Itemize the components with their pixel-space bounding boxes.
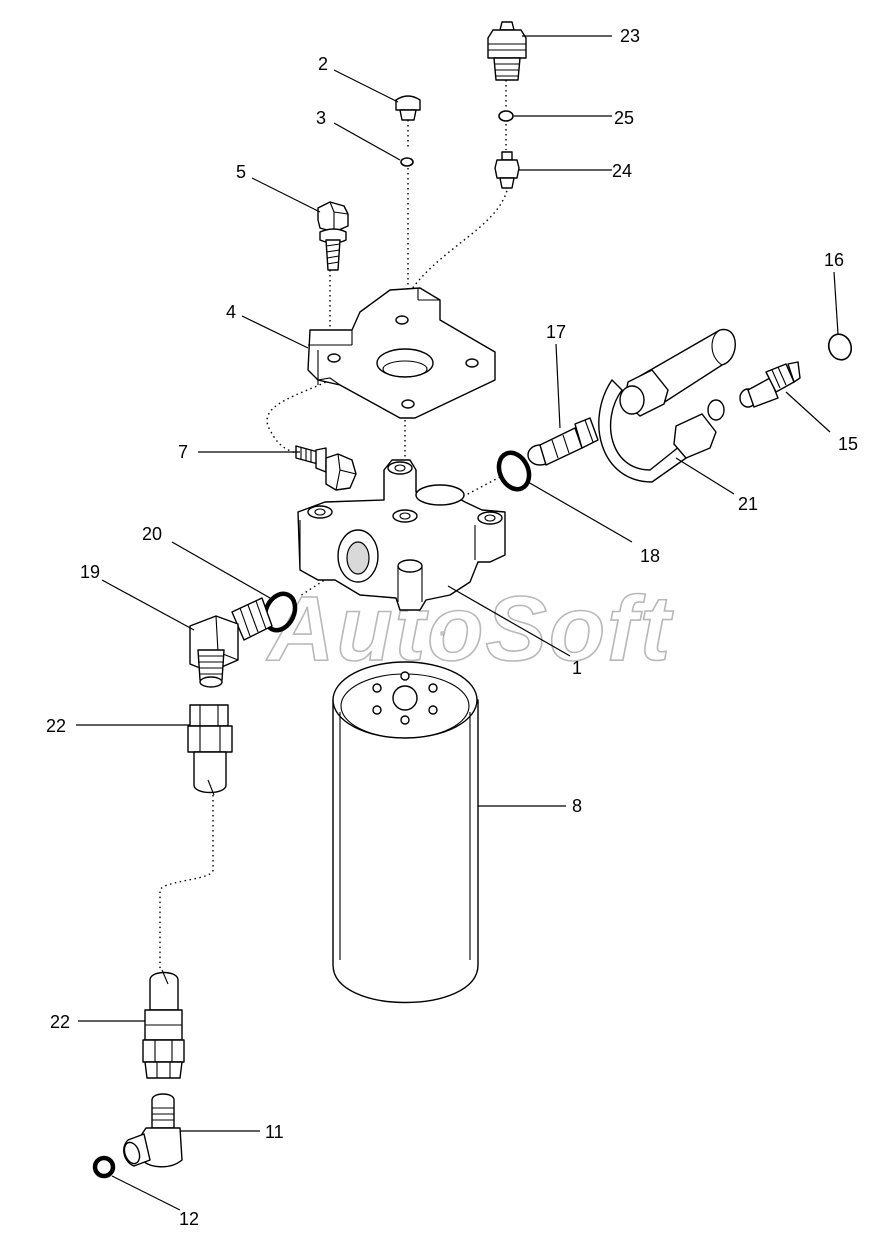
callout-7: 7 bbox=[178, 442, 188, 462]
part-11-elbow bbox=[123, 1093, 183, 1168]
callout-4: 4 bbox=[226, 302, 236, 322]
callout-22-upper: 22 bbox=[46, 716, 66, 736]
callout-8: 8 bbox=[572, 796, 582, 816]
part-24-nipple bbox=[494, 151, 520, 189]
callout-3: 3 bbox=[316, 108, 326, 128]
part-1-filter-head bbox=[297, 459, 506, 611]
callout-16: 16 bbox=[824, 250, 844, 270]
watermark: AutoSoft bbox=[266, 578, 674, 680]
callout-21: 21 bbox=[738, 494, 758, 514]
part-5-bolt bbox=[317, 201, 349, 271]
callout-20: 20 bbox=[142, 524, 162, 544]
part-12-o-ring bbox=[92, 1155, 116, 1179]
callout-2: 2 bbox=[318, 54, 328, 74]
part-4-bracket bbox=[307, 287, 496, 419]
part-22-lower-hose-end bbox=[142, 969, 185, 1079]
part-20-o-ring bbox=[262, 591, 298, 633]
callout-1: 1 bbox=[572, 658, 582, 678]
part-8-filter-cartridge bbox=[332, 661, 479, 1004]
part-3-washer bbox=[400, 157, 414, 167]
part-23-fitting bbox=[487, 21, 527, 81]
watermark-mark: ® bbox=[440, 631, 445, 638]
callout-15: 15 bbox=[838, 434, 858, 454]
callout-18: 18 bbox=[640, 546, 660, 566]
callout-12: 12 bbox=[179, 1209, 199, 1229]
callout-24: 24 bbox=[612, 161, 632, 181]
callout-11: 11 bbox=[265, 1122, 284, 1142]
part-17-fitting bbox=[527, 417, 599, 466]
callout-5: 5 bbox=[236, 162, 246, 182]
part-19-elbow bbox=[189, 597, 273, 688]
part-15-fitting bbox=[739, 361, 801, 408]
part-21-pipe bbox=[598, 329, 736, 483]
callout-19: 19 bbox=[80, 562, 100, 582]
callout-17: 17 bbox=[546, 322, 566, 342]
callout-22-lower: 22 bbox=[50, 1012, 70, 1032]
leader-lines bbox=[76, 35, 839, 1211]
part-25-o-ring bbox=[498, 110, 514, 122]
part-22-upper-hose-end bbox=[187, 704, 233, 796]
part-18-o-ring bbox=[496, 450, 532, 492]
part-2-plug bbox=[395, 95, 421, 121]
part-7-bolt bbox=[295, 445, 357, 491]
callout-25: 25 bbox=[614, 108, 634, 128]
callout-23: 23 bbox=[620, 26, 640, 46]
callout-labels: 1 2 3 4 5 7 8 11 12 15 16 17 18 19 20 21… bbox=[46, 26, 858, 1229]
part-16-o-ring bbox=[827, 333, 853, 361]
